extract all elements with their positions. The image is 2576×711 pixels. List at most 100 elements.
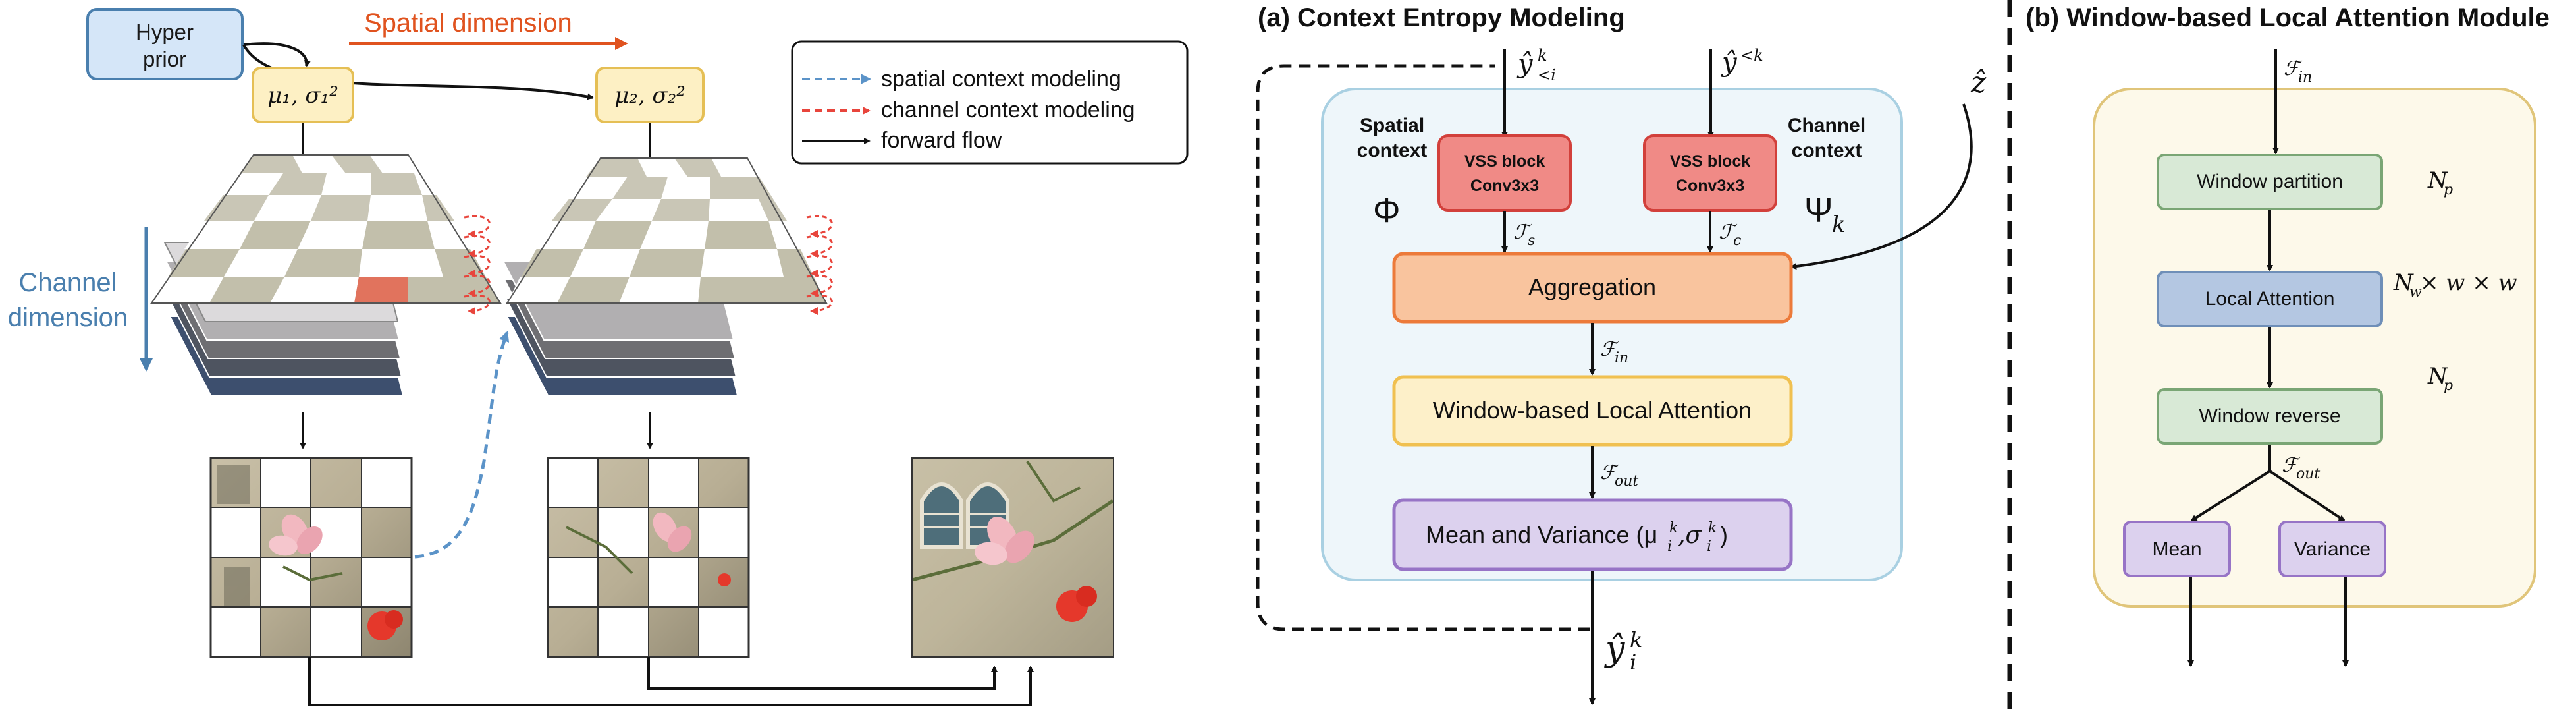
channel-context-label-2: context — [1792, 140, 1862, 161]
to-mean-arrow — [2190, 470, 2271, 522]
np-label-1: N p — [2427, 167, 2453, 198]
hyper-prior-label-1: Hyper — [136, 20, 194, 44]
hibiscus-red — [1056, 586, 1097, 622]
phi-label: Φ — [1373, 192, 1401, 230]
wla-label: Window-based Local Attention — [1433, 397, 1752, 424]
y-out-sub: i — [1630, 650, 1636, 675]
b-fin-sub: in — [2298, 69, 2312, 86]
spatial-dimension-axis: Spatial dimension — [349, 9, 628, 50]
local-attention-label: Local Attention — [2205, 288, 2335, 310]
nw-symbol: N — [2393, 270, 2414, 296]
latent-stack-1 — [150, 154, 502, 396]
panel-b-title: (b) Window-based Local Attention Module — [2026, 3, 2550, 32]
fin-label: ℱ in — [1600, 338, 1628, 366]
spatial-dimension-label: Spatial dimension — [364, 9, 572, 38]
to-variance-arrow — [2268, 470, 2346, 522]
np2-symbol: N — [2427, 363, 2448, 389]
mean-variance-sigma-sub: i — [1707, 538, 1711, 555]
psi-label: Ψ k — [1804, 192, 1846, 238]
param2-label: μ₂, σ₂² — [614, 82, 685, 109]
stack2-channel-context-arrows — [806, 215, 833, 315]
nw-tail: × w × w — [2420, 270, 2517, 296]
aggregation-block: Aggregation — [1392, 252, 1793, 324]
vss-channel-line1: VSS block — [1670, 152, 1750, 171]
channel-dimension-axis: Channel dimension — [8, 227, 153, 372]
stack2-top-grid — [506, 157, 828, 304]
mean-label: Mean — [2152, 538, 2201, 560]
vss-channel-line2: Conv3x3 — [1676, 177, 1744, 195]
y-hat-k-sup: <k — [1740, 46, 1763, 65]
vss-spatial-line1: VSS block — [1464, 152, 1545, 171]
channel-label-2: dimension — [8, 303, 128, 332]
checker-image-1 — [209, 457, 413, 658]
mean-variance-close: ) — [1720, 521, 1728, 548]
hyper-prior-label-2: prior — [143, 47, 186, 71]
window-reverse-block: Window reverse — [2157, 388, 2383, 445]
np-label-2: N p — [2427, 363, 2453, 394]
stack1-channel-context-arrows — [464, 215, 491, 315]
input-y-lt-i: ŷ k <i — [1516, 46, 1556, 84]
stack1-top-grid — [150, 154, 502, 304]
window-partition-label: Window partition — [2197, 171, 2343, 192]
y-hat-sub: <i — [1538, 66, 1556, 84]
spatial-context-label-2: context — [1357, 140, 1428, 161]
hyper-prior-box: Hyper prior — [86, 8, 244, 80]
z-hat-arrow — [1790, 103, 1973, 270]
local-attention-block: Local Attention — [2157, 271, 2383, 327]
output-y-hat: ŷ k i — [1604, 627, 1642, 675]
window-reverse-label: Window reverse — [2199, 405, 2340, 427]
legend-channel-label: channel context modeling — [881, 98, 1135, 123]
psi-sub: k — [1832, 212, 1846, 238]
window-arch-left — [920, 482, 963, 549]
checker-image-2 — [547, 457, 750, 658]
channel-context-label-1: Channel — [1788, 115, 1865, 136]
vss-block-spatial: VSS block Conv3x3 — [1437, 134, 1572, 212]
mean-variance-sub-i: i — [1667, 538, 1672, 555]
forward-flow-bottom-2 — [647, 657, 998, 690]
y-out-sup: k — [1630, 627, 1642, 652]
fc-sub: c — [1733, 233, 1741, 249]
window-partition-block: Window partition — [2157, 154, 2383, 210]
forward-flow-bottom-1 — [308, 657, 1034, 706]
panel-a-context-entropy: (a) Context Entropy Modeling ŷ k <i ŷ <k… — [1256, 3, 1987, 705]
variance-block: Variance — [2278, 521, 2386, 577]
legend-spatial-label: spatial context modeling — [881, 67, 1121, 92]
fout-sub: out — [1615, 473, 1638, 490]
input-y-lt-k: ŷ <k — [1721, 46, 1763, 78]
y-hat-k-label: ŷ — [1721, 47, 1738, 78]
panel-b-window-attention: (b) Window-based Local Attention Module … — [2026, 3, 2550, 667]
np1-sub: p — [2444, 182, 2453, 198]
nw-label: N w × w × w — [2393, 270, 2517, 300]
fin-sub: in — [1615, 350, 1628, 366]
legend: spatial context modeling channel context… — [791, 40, 1189, 165]
mean-variance-sigma: ,σ — [1678, 522, 1702, 549]
panel-b-background — [2093, 88, 2536, 608]
hyper-to-param1-arrow — [243, 42, 311, 67]
z-hat-label: ẑ — [1970, 66, 1987, 100]
hyper-to-param2-arrow — [242, 44, 594, 100]
latent-stack-2 — [502, 157, 833, 396]
panel-a-background — [1321, 88, 1903, 581]
flower-1 — [269, 514, 403, 640]
b-fin-label: ℱ in — [2284, 57, 2312, 86]
vss-spatial-line2: Conv3x3 — [1470, 177, 1539, 195]
np2-sub: p — [2444, 378, 2453, 394]
channel-label-1: Channel — [18, 268, 117, 297]
nw-sub: w — [2409, 284, 2422, 300]
aggregation-label: Aggregation — [1528, 273, 1656, 300]
fs-sub: s — [1528, 233, 1535, 249]
y-hat-label: ŷ — [1516, 49, 1534, 79]
psi-symbol: Ψ — [1804, 192, 1833, 230]
vss-block-channel: VSS block Conv3x3 — [1643, 134, 1777, 212]
flower-2 — [566, 512, 731, 586]
param1-label: μ₁, σ₁² — [267, 82, 338, 109]
window-local-attention-block: Window-based Local Attention — [1392, 375, 1793, 447]
b-fout-label: ℱ out — [2282, 454, 2320, 482]
spatial-context-label-1: Spatial — [1360, 115, 1424, 136]
b-fout-sub: out — [2296, 466, 2320, 482]
y-hat-sup: k — [1538, 46, 1547, 65]
panel-a-title: (a) Context Entropy Modeling — [1258, 3, 1625, 32]
y-out-symbol: ŷ — [1604, 629, 1625, 669]
mean-variance-label: Mean and Variance (μ — [1426, 521, 1657, 548]
mean-variance-sup: k — [1669, 520, 1678, 536]
